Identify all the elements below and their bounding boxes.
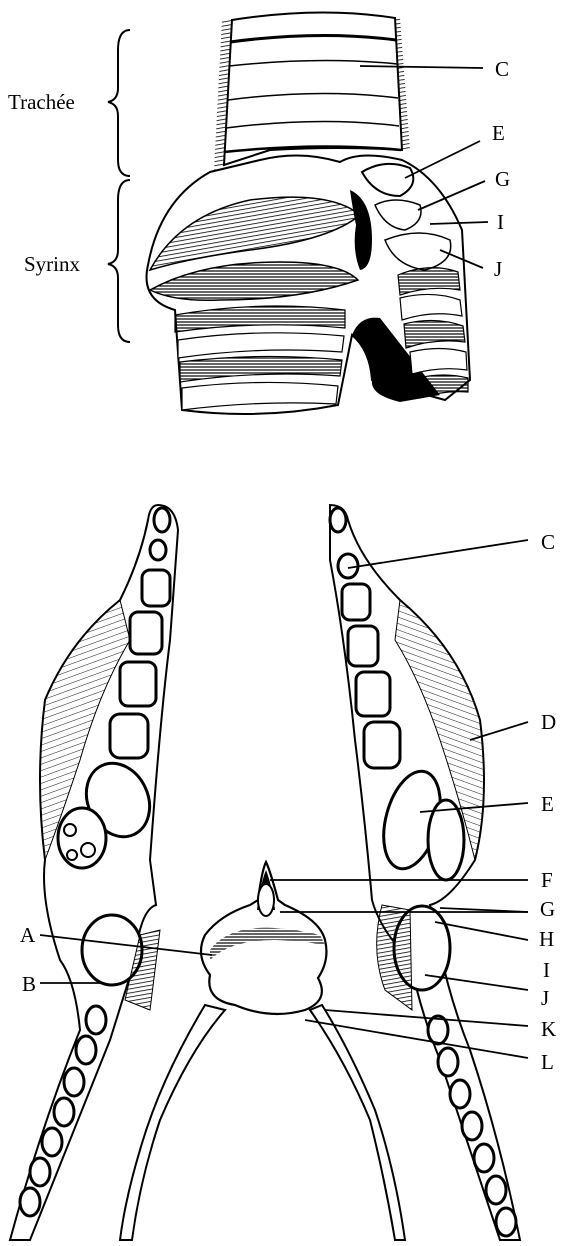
label-l: L	[541, 1050, 554, 1074]
top-label-e: E	[492, 121, 505, 145]
trachea-bracket: Trachée	[8, 30, 130, 176]
syrinx-label: Syrinx	[24, 252, 81, 276]
label-k: K	[541, 1017, 556, 1041]
external-syrinx-view	[147, 12, 470, 414]
label-a: A	[20, 923, 36, 947]
section-syrinx-view	[10, 505, 520, 1240]
top-label-j: J	[494, 257, 502, 281]
label-g: G	[540, 897, 555, 921]
label-c: C	[541, 530, 555, 554]
label-i: I	[543, 958, 550, 982]
label-b: B	[22, 972, 36, 996]
label-h: H	[539, 927, 554, 951]
label-d: D	[541, 710, 556, 734]
label-e: E	[541, 792, 554, 816]
right-wall	[330, 505, 520, 1240]
top-label-i: I	[497, 210, 504, 234]
top-label-c: C	[495, 57, 509, 81]
trachea-label: Trachée	[8, 90, 75, 114]
label-j: J	[541, 986, 549, 1010]
label-f: F	[541, 868, 553, 892]
pessulus	[120, 862, 405, 1240]
top-label-g: G	[495, 167, 510, 191]
syrinx-bracket: Syrinx	[24, 180, 130, 342]
